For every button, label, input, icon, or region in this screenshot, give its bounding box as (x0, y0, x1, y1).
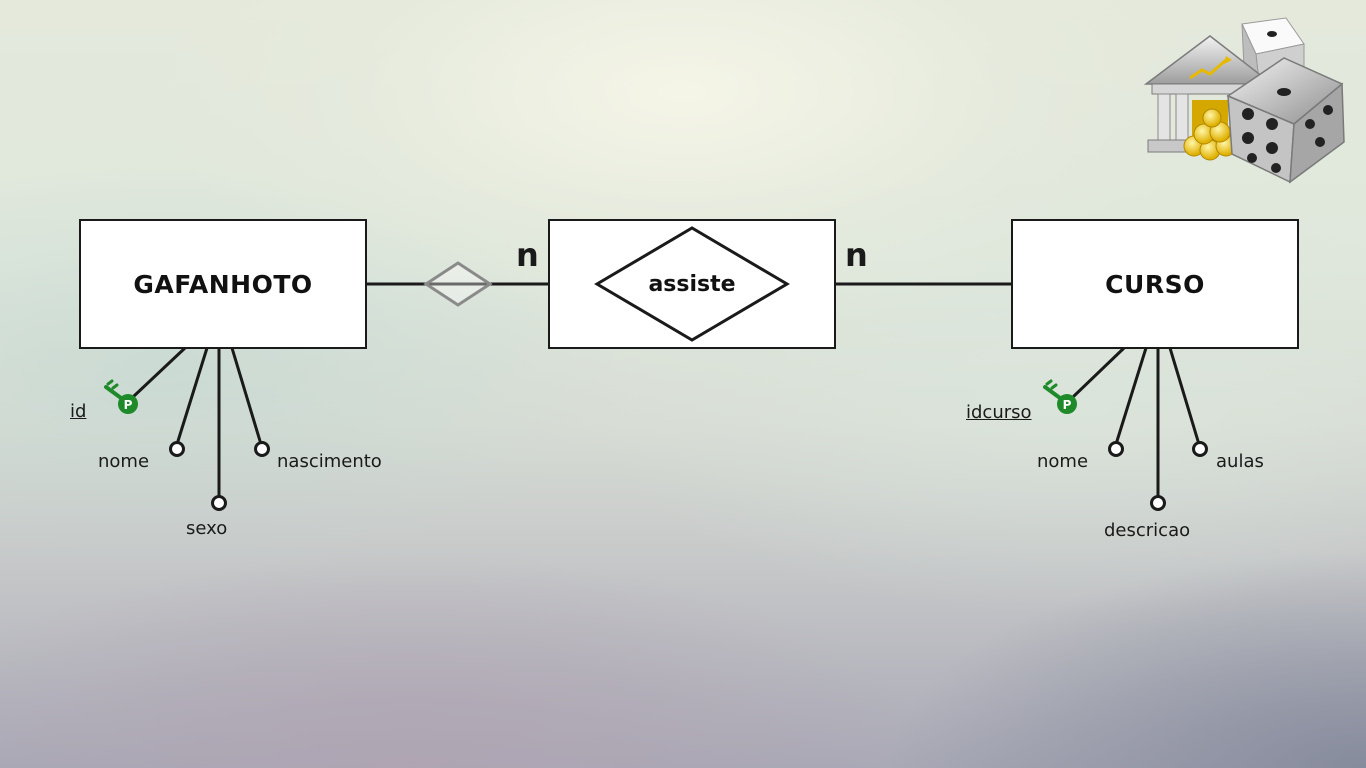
attr-circle-sexo (211, 495, 227, 511)
attr-descricao: descricao (1104, 520, 1191, 541)
svg-text:P: P (1063, 398, 1072, 412)
attr-idcurso: idcurso (966, 402, 1032, 423)
attr-id: id (70, 401, 87, 422)
bank-dice-logo (1144, 17, 1345, 184)
cardinality-left: n (516, 236, 539, 274)
relationship-name: assiste (648, 271, 736, 297)
attr-nascimento: nascimento (277, 451, 382, 472)
large-die-icon (1226, 57, 1345, 184)
attr-sexo: sexo (186, 518, 228, 539)
primary-key-icon: P (1043, 379, 1077, 414)
cardinality-right: n (845, 236, 868, 274)
coins-icon (1183, 108, 1237, 161)
attr-circle-aulas (1192, 441, 1208, 457)
attr-circle-nome-left (169, 441, 185, 457)
relationship-assiste[interactable]: assiste (548, 219, 836, 349)
entity-curso[interactable]: CURSO (1011, 219, 1299, 349)
stem-idcurso (1072, 346, 1126, 398)
attr-aulas: aulas (1216, 451, 1264, 472)
entity-name: CURSO (1105, 269, 1205, 299)
attr-circle-descricao (1150, 495, 1166, 511)
attr-nome-right: nome (1037, 451, 1089, 472)
ghost-diamond-icon (423, 261, 493, 307)
stem-nome-right (1115, 346, 1148, 443)
svg-text:P: P (124, 398, 133, 412)
stem-nome-left (176, 346, 209, 443)
attr-circle-nascimento (254, 441, 270, 457)
attr-circle-nome-right (1108, 441, 1124, 457)
primary-key-icon: P (104, 379, 138, 414)
entity-gafanhoto[interactable]: GAFANHOTO (79, 219, 367, 349)
stem-id (132, 346, 187, 398)
stem-nascimento (230, 346, 262, 443)
relationship-diamond-icon (594, 226, 790, 342)
attr-nome-left: nome (98, 451, 150, 472)
entity-name: GAFANHOTO (133, 269, 313, 299)
stem-aulas (1168, 346, 1200, 443)
